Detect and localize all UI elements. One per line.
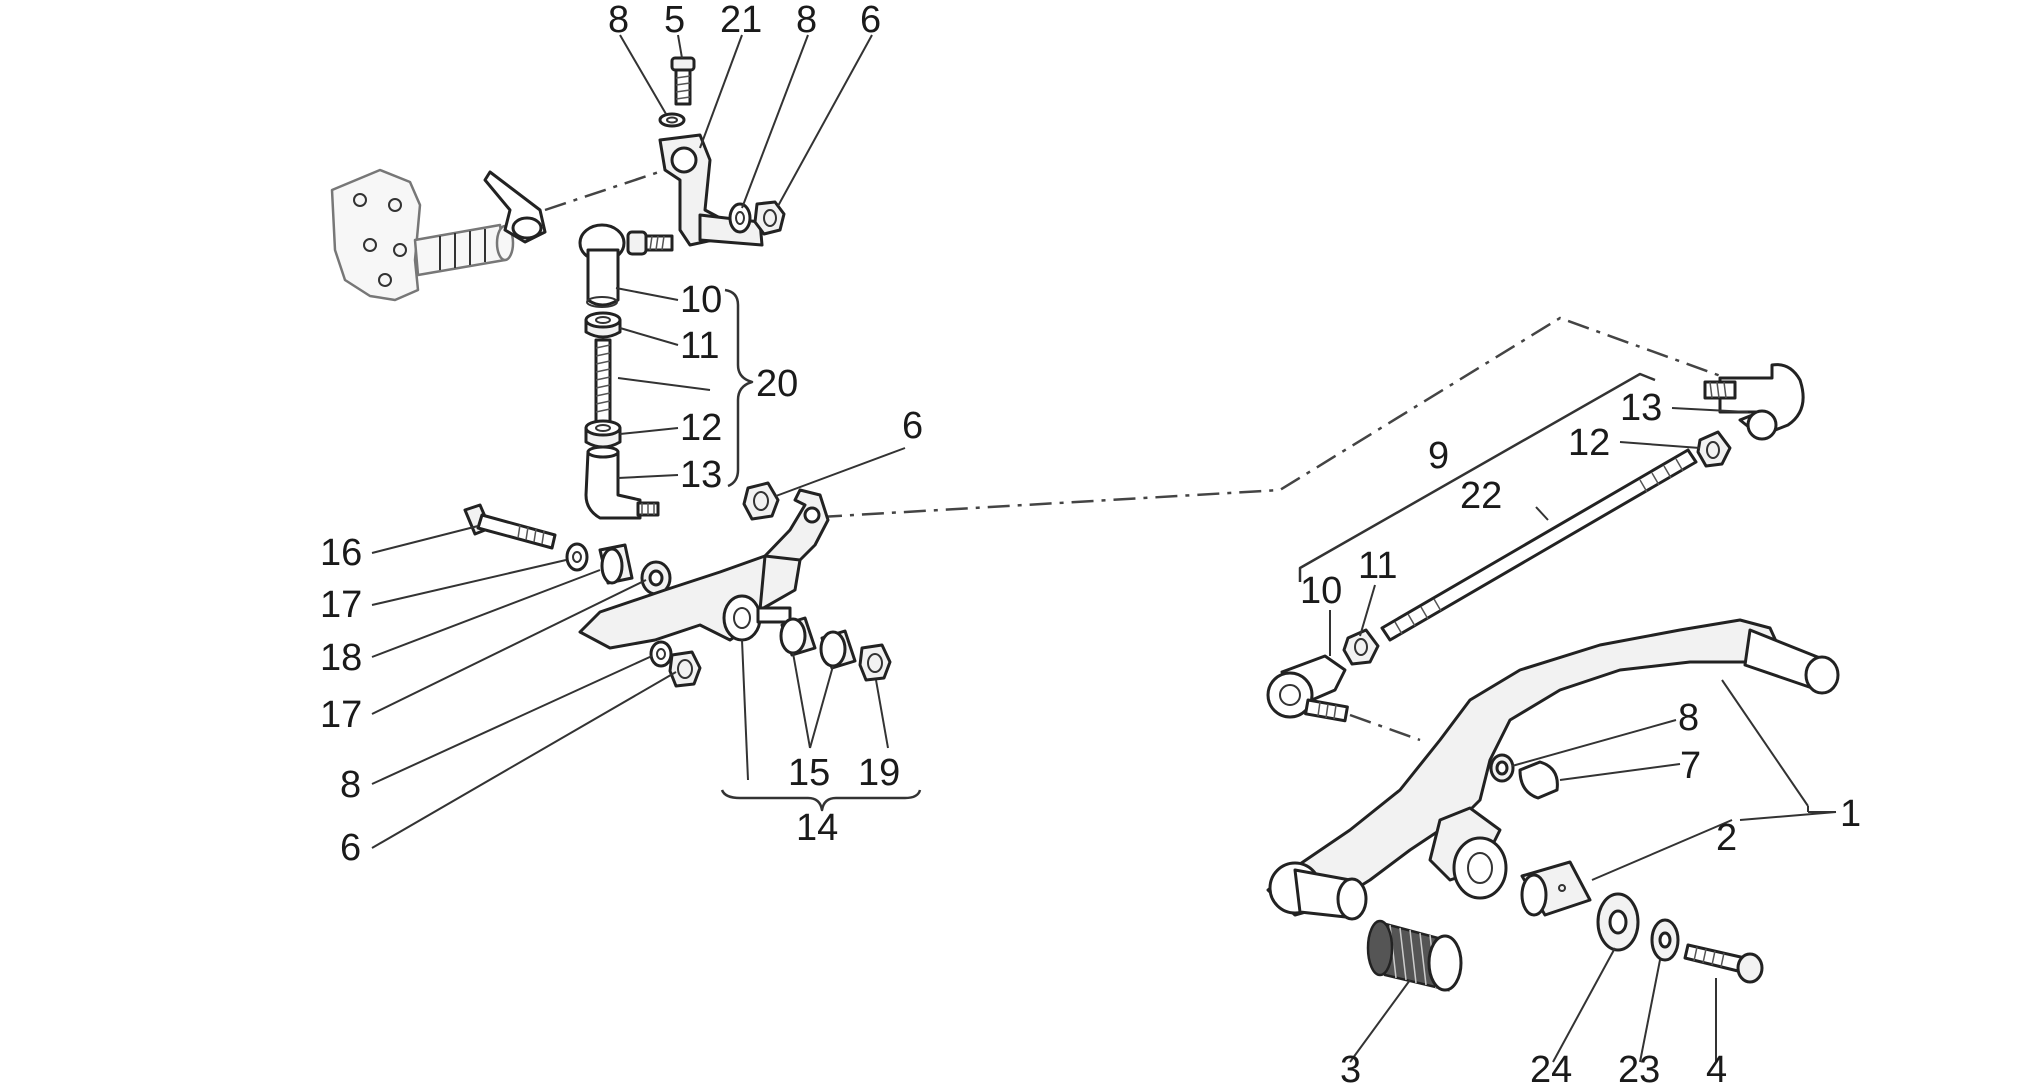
bushing-15-b [819,629,857,670]
washer-8-low [649,640,673,668]
callout-6: 6 [860,0,881,41]
bolt-16 [463,503,557,550]
callout-19: 19 [858,752,900,794]
callout-18: 18 [320,637,362,679]
callout-9: 9 [1428,435,1449,477]
rod-end-13-left [584,445,660,520]
callout-17: 17 [320,694,362,736]
center-line-link [819,316,1766,519]
nut-11-right [1342,628,1380,666]
nut-6-upper [753,200,786,236]
pivot-pin [756,606,792,624]
callout-8: 8 [1678,697,1699,739]
nut-12-right [1696,430,1732,468]
washer-23 [1650,918,1680,962]
washer-8-top [658,112,686,128]
callout-16: 16 [320,532,362,574]
brace-20 [724,288,754,488]
callout-6: 6 [902,405,923,447]
bracket-9 [1298,372,1656,582]
center-line-top [544,168,666,212]
callout-4: 4 [1706,1049,1727,1088]
screw-4 [1683,943,1764,984]
ball-joint-screw [626,230,674,256]
callout-11: 11 [1358,545,1397,587]
callout-11: 11 [680,325,719,367]
callout-14: 14 [796,807,838,849]
nut-19 [858,643,892,682]
washer-8-right [1489,753,1515,783]
callout-10: 10 [680,279,722,321]
screw-5 [670,56,696,106]
callout-2: 2 [1716,817,1737,859]
callout-15: 15 [788,752,830,794]
callout-8: 8 [796,0,817,41]
rod-end-10-right [1266,654,1349,723]
rubber-pad-3 [1366,919,1463,992]
callout-20: 20 [756,363,798,405]
nut-11-left [584,311,622,339]
callout-6: 6 [340,827,361,869]
lever-14 [578,488,830,650]
callout-17: 17 [320,584,362,626]
washer-24 [1596,892,1640,952]
callout-12: 12 [1568,422,1610,464]
rod-end-13-right [1703,363,1805,441]
callout-7: 7 [1680,745,1701,787]
callout-labels: 8 5 21 8 6 10 11 20 12 13 6 16 17 18 17 … [320,0,1861,1088]
washer-17-a [565,542,589,572]
callout-13: 13 [1620,387,1662,429]
leader-lines [371,34,1837,1063]
washer-8-upper [728,202,752,234]
callout-1: 1 [1840,793,1861,835]
nut-6-mid [742,481,780,521]
rod-end-10 [578,223,626,308]
callout-8: 8 [340,764,361,806]
callout-5: 5 [664,0,685,41]
brace-14 [720,789,922,812]
callout-12: 12 [680,407,722,449]
gear-pedal-lever-1 [1266,618,1840,921]
callout-8: 8 [608,0,629,41]
gearbox-shift-shaft [330,168,515,302]
center-line-lever [1349,713,1421,742]
nut-6-low [668,650,702,688]
callout-21: 21 [720,0,762,41]
bushing-2 [1520,860,1592,917]
cap-nut-7 [1518,760,1559,800]
callout-24: 24 [1530,1049,1572,1088]
bushing-15-a [779,616,817,657]
callout-13: 13 [680,454,722,496]
center-lines [544,168,1766,742]
nut-12-left [584,419,622,449]
callout-10: 10 [1300,570,1342,612]
callout-23: 23 [1618,1049,1660,1088]
callout-3: 3 [1340,1049,1361,1088]
threaded-rod-22 [1380,448,1698,642]
bushing-18 [598,543,634,585]
spring-clip [483,170,547,244]
callout-22: 22 [1460,475,1502,517]
threaded-rod-left [594,338,612,424]
